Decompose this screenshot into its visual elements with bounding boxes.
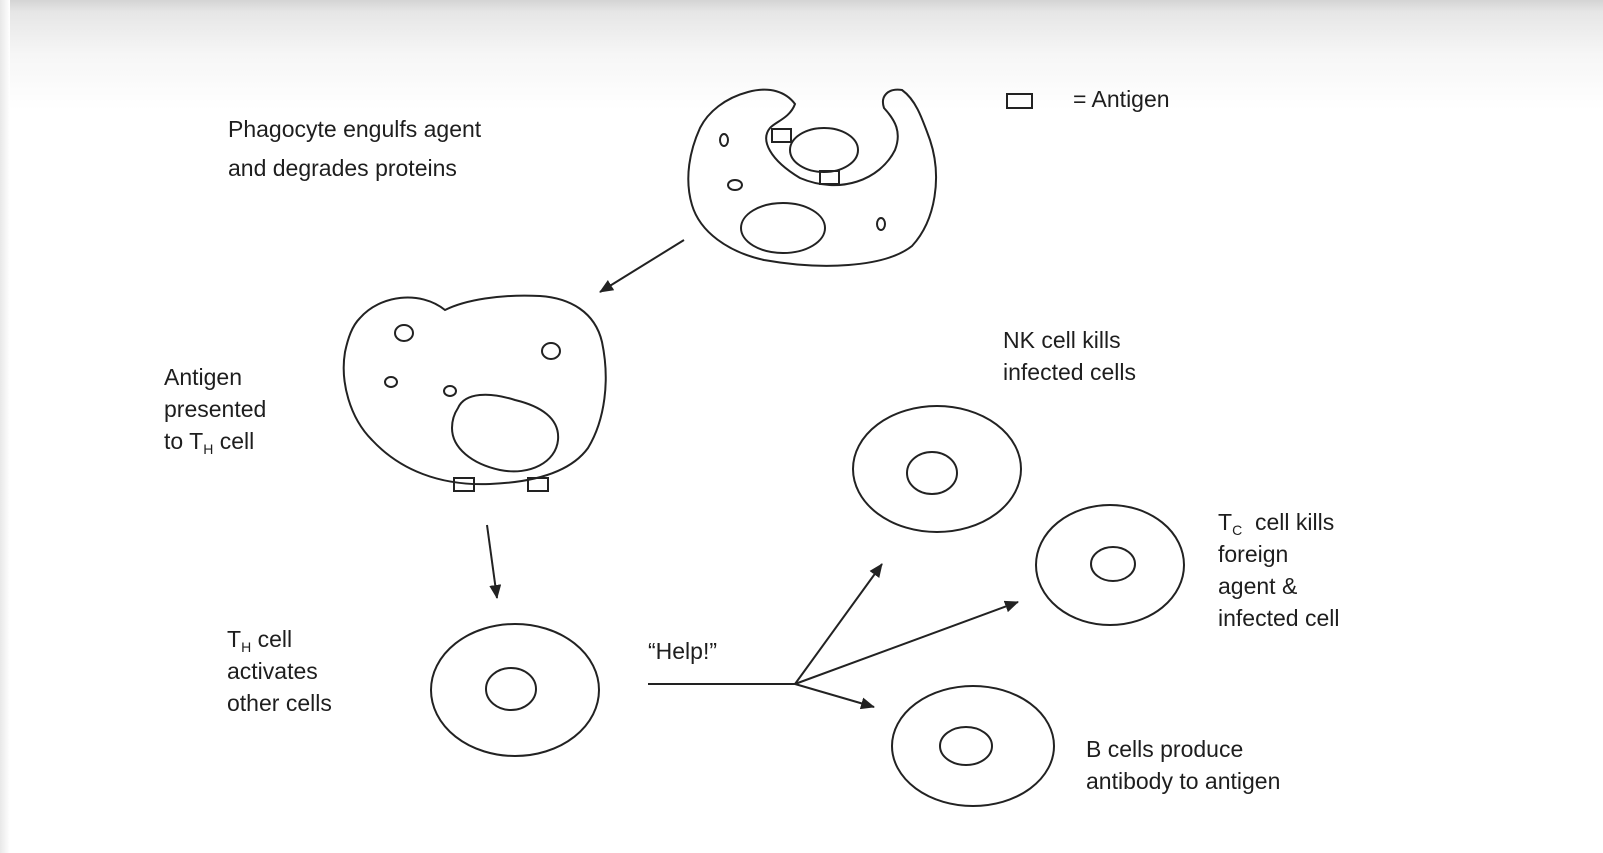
text-fragment: cell: [213, 428, 254, 454]
phagocyte-cell: [688, 90, 936, 266]
th-activates-line: activates: [227, 655, 332, 687]
th-activates-line: TH cell: [227, 623, 332, 655]
nk-cell-label: NK cell kills infected cells: [1003, 324, 1136, 388]
text-fragment: to T: [164, 428, 203, 454]
subscript-h: H: [241, 639, 251, 655]
antigen-presented-line: presented: [164, 393, 266, 425]
apc-vesicle: [385, 377, 397, 387]
tc-cell-label: TC cell kills foreign agent & infected c…: [1218, 506, 1339, 634]
th-activates-label: TH cell activates other cells: [227, 623, 332, 719]
apc-vesicle: [542, 343, 560, 359]
b-cell-label-line: B cells produce: [1086, 733, 1280, 765]
tc-cell-label-line: infected cell: [1218, 602, 1339, 634]
arrow-to-nk-cell: [795, 564, 882, 684]
phagocyte-vesicle: [728, 180, 742, 190]
text-fragment: cell kills: [1242, 509, 1334, 535]
text-fragment: T: [1218, 509, 1232, 535]
phagocyte-label-line: and degrades proteins: [228, 152, 481, 184]
tc-cell-nucleus: [1091, 547, 1135, 581]
phagocyte-vesicle: [720, 134, 728, 146]
legend-text: = Antigen: [1073, 83, 1170, 115]
apc-vesicle: [395, 325, 413, 341]
nk-cell-nucleus: [907, 452, 957, 494]
subscript-h: H: [203, 441, 213, 457]
phagocyte-label-line: Phagocyte engulfs agent: [228, 113, 481, 145]
antigen-presented-line: to TH cell: [164, 425, 266, 457]
th-cell-nucleus: [486, 668, 536, 710]
arrow-apc-to-th: [487, 525, 497, 598]
b-cell: [892, 686, 1054, 806]
phagocyte-vesicle: [877, 218, 885, 230]
legend-antigen-icon: [1007, 94, 1032, 108]
b-cell-label: B cells produce antibody to antigen: [1086, 733, 1280, 797]
arrow-to-tc-cell: [795, 602, 1018, 684]
arrow-to-b-cell: [795, 684, 874, 707]
phagocyte-nucleus: [741, 203, 825, 253]
th-activates-line: other cells: [227, 687, 332, 719]
nk-cell: [853, 406, 1021, 532]
tc-cell-label-line: agent &: [1218, 570, 1339, 602]
arrow-phagocyte-to-apc: [600, 240, 684, 292]
help-label: “Help!”: [648, 635, 717, 667]
tc-cell-label-line: foreign: [1218, 538, 1339, 570]
phagocyte-antigen: [772, 129, 791, 142]
antigen-presenting-cell: [344, 296, 606, 485]
th-cell: [431, 624, 599, 756]
text-fragment: T: [227, 626, 241, 652]
b-cell-nucleus: [940, 727, 992, 765]
tc-cell-label-line: TC cell kills: [1218, 506, 1339, 538]
antigen-presented-line: Antigen: [164, 361, 266, 393]
tc-cell: [1036, 505, 1184, 625]
text-fragment: cell: [251, 626, 292, 652]
apc-vesicle: [444, 386, 456, 396]
apc-nucleus: [452, 395, 558, 472]
nk-cell-label-line: infected cells: [1003, 356, 1136, 388]
phagocyte-label: Phagocyte engulfs agent and degrades pro…: [228, 113, 481, 184]
subscript-c: C: [1232, 522, 1242, 538]
phagocyte-engulfed-agent: [790, 128, 858, 172]
b-cell-label-line: antibody to antigen: [1086, 765, 1280, 797]
nk-cell-label-line: NK cell kills: [1003, 324, 1136, 356]
antigen-presented-label: Antigen presented to TH cell: [164, 361, 266, 457]
